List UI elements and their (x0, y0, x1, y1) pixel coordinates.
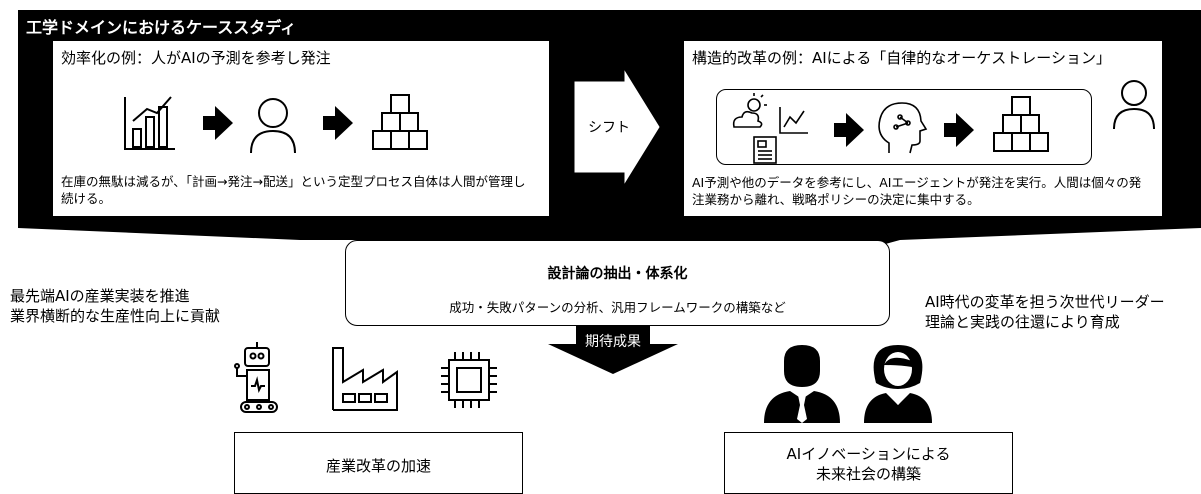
outcome-right-line2: 未来社会の構築 (815, 465, 921, 483)
businessman-icon (764, 345, 840, 423)
center-title: 設計論の抽出・体系化 (547, 266, 688, 282)
boxes-icon (993, 96, 1049, 152)
header-title: 工学ドメインにおけるケーススタディ (26, 18, 297, 37)
left-case-title: 効率化の例：人がAIの予測を参考し発注 (61, 49, 331, 67)
arrow-right-icon (203, 106, 233, 140)
left-bottom-icons (234, 342, 497, 413)
person-icon (1113, 80, 1155, 130)
left-case-panel: 効率化の例：人がAIの予測を参考し発注 在庫の無駄は減るが、「計画→発注 (52, 40, 550, 217)
right-note-line1: AI時代の変革を担う次世代リーダー (925, 293, 1165, 311)
left-case-flow (124, 94, 428, 154)
arrow-right-icon (834, 113, 864, 147)
factory-icon (332, 347, 398, 411)
expected-label: 期待成果 (585, 334, 641, 350)
shift-arrow (574, 70, 660, 184)
right-case-description: AI予測や他のデータを参考にし、AIエージェントが発注を実行。人間は個々の発注業… (692, 175, 1142, 207)
right-bottom-icons (764, 345, 932, 423)
right-note-line2: 理論と実践の往還により育成 (925, 313, 1120, 331)
left-note-line2: 業界横断的な生産性向上に貢献 (10, 307, 221, 325)
person-icon (250, 98, 296, 154)
line-chart-icon (779, 107, 808, 134)
right-case-flow (732, 80, 1155, 164)
robot-icon (234, 342, 278, 413)
agent-flow-box (716, 89, 1092, 165)
newspaper-icon (753, 136, 777, 164)
ai-head-icon (878, 102, 928, 154)
left-note-line1: 最先端AIの産業実装を推進 (10, 287, 190, 305)
right-case-title: 構造的改革の例：AIによる「自律的なオーケストレーション」 (692, 49, 1111, 67)
left-case-description: 在庫の無駄は減るが、「計画→発注→配送」という定型プロセス自体は人間が管理し続け… (61, 174, 526, 206)
expected-arrow (548, 326, 678, 374)
outcome-right-line1: AIイノベーションによる (786, 445, 951, 463)
outcome-left-box: 産業改革の加速 (234, 432, 523, 494)
center-box: 設計論の抽出・体系化 成功・失敗パターンの分析、汎用フレームワークの構築など (345, 240, 890, 326)
shift-label: シフト (588, 120, 630, 136)
right-case-panel: 構造的改革の例：AIによる「自律的なオーケストレーション」 (683, 40, 1163, 217)
outcome-left-label: 産業改革の加速 (325, 457, 431, 475)
boxes-icon (372, 94, 428, 150)
bar-chart-icon (124, 96, 175, 150)
arrow-right-icon (944, 113, 974, 147)
chip-icon (441, 352, 497, 408)
outcome-right-box: AIイノベーションによる 未来社会の構築 (724, 432, 1013, 494)
arrow-right-icon (323, 106, 353, 140)
weather-icon (732, 93, 767, 128)
businesswoman-icon (864, 345, 932, 423)
center-subtitle: 成功・失敗パターンの分析、汎用フレームワークの構築など (449, 300, 786, 315)
